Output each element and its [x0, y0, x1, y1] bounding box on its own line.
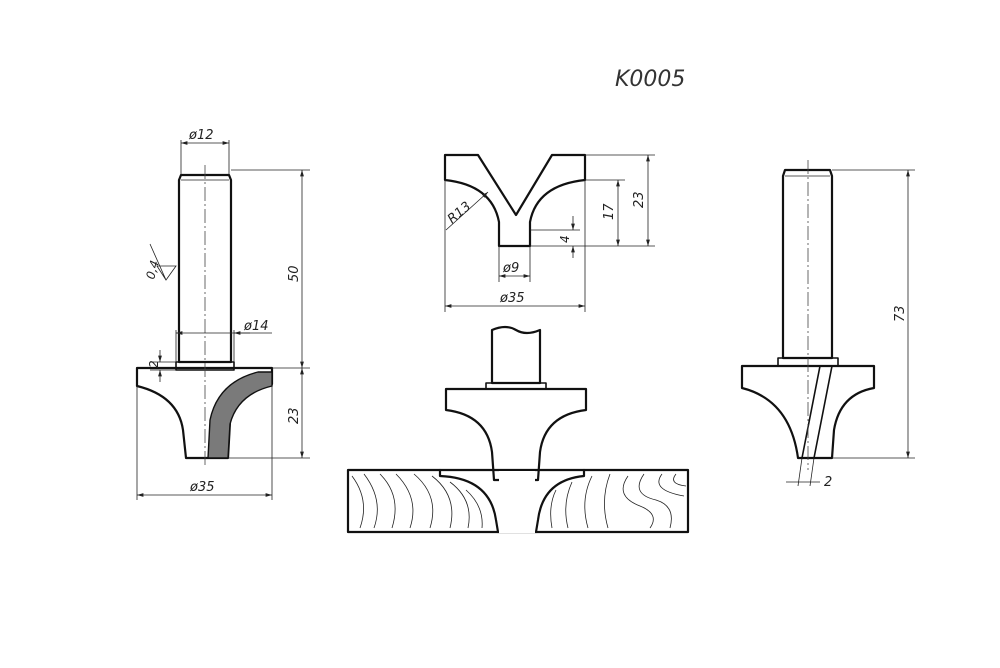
profile-radius-leader — [445, 191, 489, 231]
workpiece-view — [346, 325, 690, 534]
work-wood-grain-left — [351, 473, 483, 529]
left-dim-shank-length: 50 — [287, 265, 302, 282]
profile-tip-diameter: ø9 — [502, 261, 519, 276]
left-dim-cutter-diameter: ø35 — [189, 480, 215, 495]
left-carbide-insert — [207, 371, 273, 459]
left-shank-outline — [177, 173, 233, 364]
profile-radius: R13 — [445, 199, 474, 227]
right-blade — [801, 365, 833, 459]
left-dim-bearing-height: 2 — [147, 360, 161, 368]
right-shank — [781, 168, 834, 360]
left-dim-shank-diameter: ø12 — [188, 128, 214, 143]
right-cutter-body — [740, 364, 876, 460]
left-roughness-value: 0,4 — [143, 259, 161, 281]
profile-outline — [443, 153, 587, 248]
work-shank — [490, 325, 542, 385]
work-groove-right — [534, 468, 586, 534]
work-groove-left — [438, 468, 500, 534]
drawing-code: K0005 — [615, 67, 685, 92]
profile-total-depth: 23 — [632, 191, 647, 208]
work-board-outline — [346, 468, 690, 534]
left-dim-bearing-diameter: ø14 — [243, 319, 269, 334]
right-blade-offset: 2 — [824, 475, 832, 490]
left-view: ø12 50 0,4 ø14 2 23 ø35 — [135, 128, 310, 500]
profile-profile-depth: 17 — [602, 203, 617, 220]
profile-step: 4 — [558, 235, 572, 243]
profile-overall-diameter: ø35 — [499, 291, 525, 306]
right-dim-2-ext-b — [809, 457, 815, 487]
work-groove-gap — [499, 471, 535, 533]
profile-view: R13 23 17 4 ø9 ø35 — [443, 153, 655, 312]
right-total-length: 73 — [893, 305, 908, 322]
right-dim-2-ext-a — [797, 457, 803, 487]
work-wood-grain-right — [550, 473, 687, 529]
left-roughness-symbol — [149, 243, 177, 281]
work-cutter — [444, 387, 588, 482]
right-view: 73 2 — [740, 160, 915, 490]
left-dim-cutter-height: 23 — [287, 407, 302, 424]
